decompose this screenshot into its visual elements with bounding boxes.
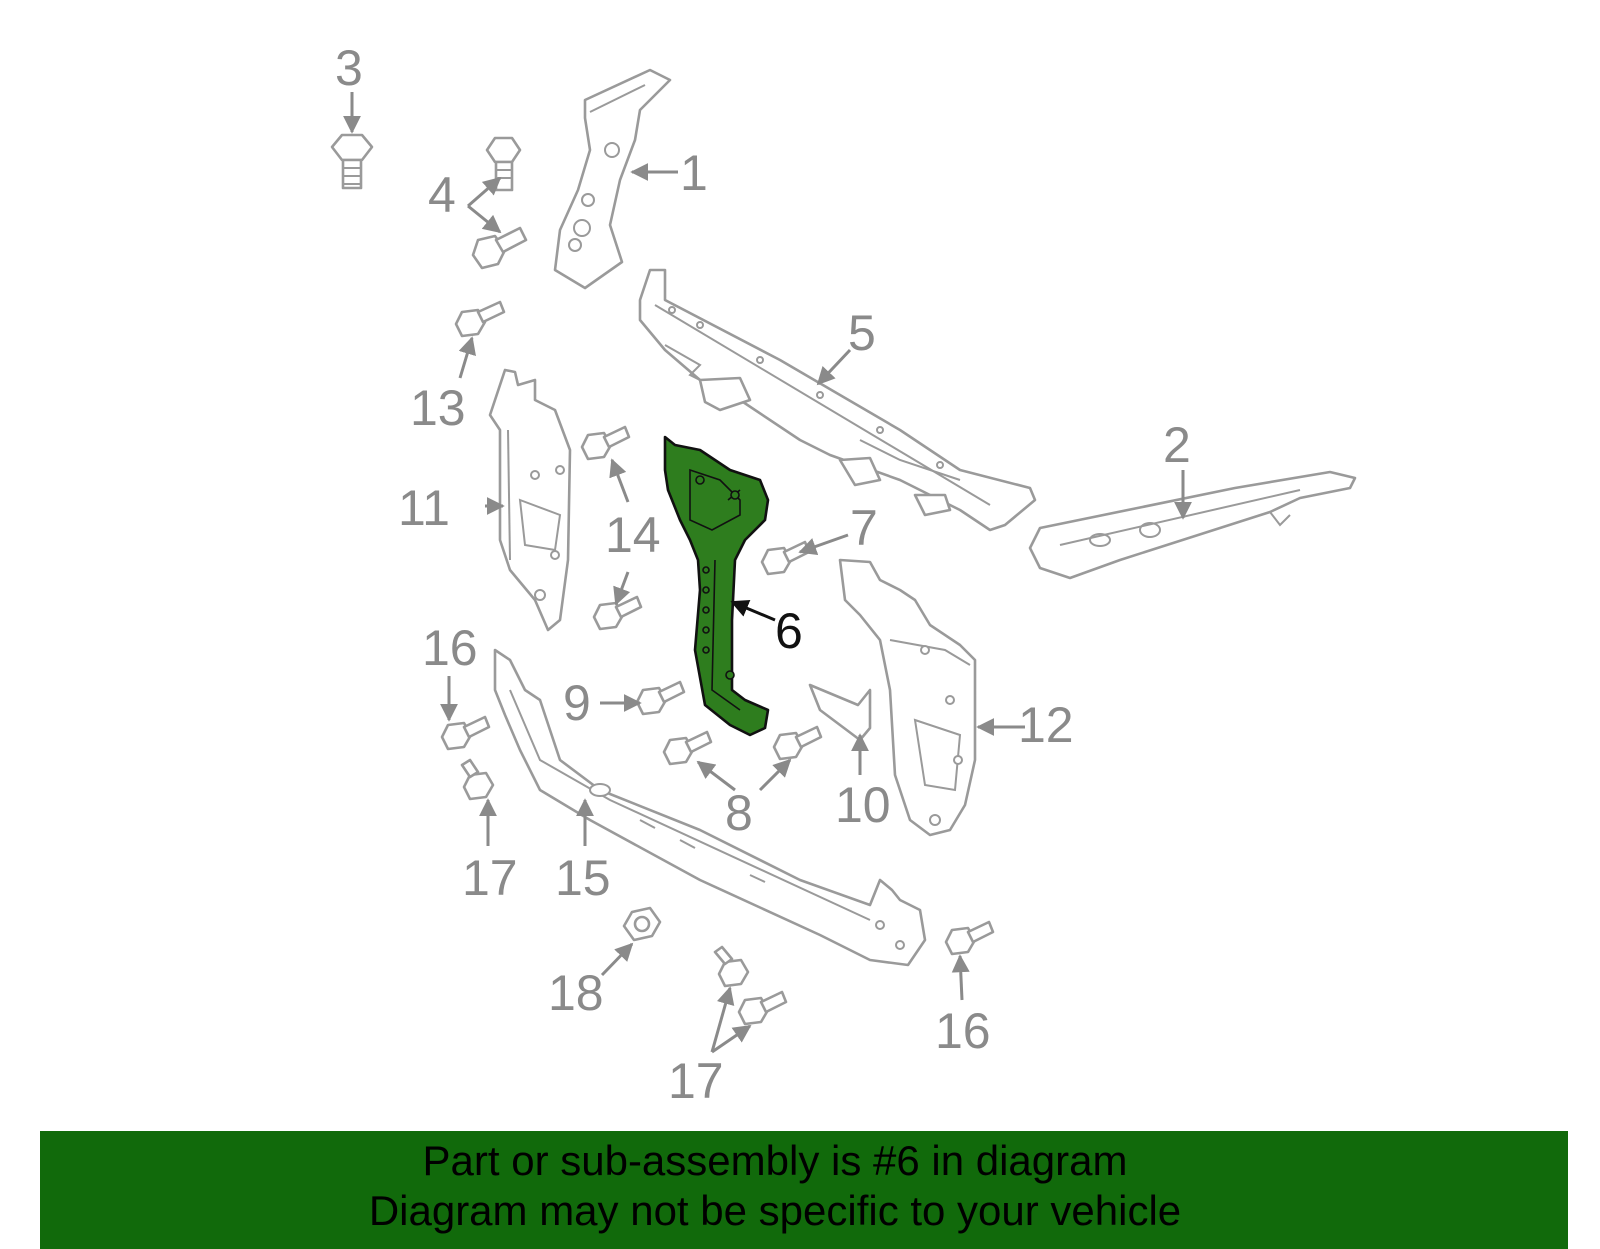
part-6-center-bracket-highlighted	[663, 435, 770, 737]
callout-16-right: 16	[935, 1003, 991, 1059]
part-5-upper-support	[638, 268, 1037, 532]
bolt-8-right	[772, 725, 823, 761]
callout-13: 13	[410, 380, 466, 436]
callout-17-lower: 17	[668, 1053, 724, 1109]
bolt-17-lower-a	[713, 945, 750, 988]
callout-10: 10	[835, 777, 891, 833]
callout-14: 14	[605, 507, 661, 563]
notice-line-2: Diagram may not be specific to your vehi…	[368, 1187, 1182, 1234]
callout-2: 2	[1163, 417, 1191, 473]
bolt-17-left	[460, 758, 495, 801]
bolt-4-lower	[471, 226, 528, 270]
bolt-8-left	[662, 730, 713, 766]
bolt-16-right	[944, 920, 995, 956]
callout-8: 8	[725, 785, 753, 841]
callout-4: 4	[428, 167, 456, 223]
bolt-3	[330, 133, 374, 190]
notice-line-1: Part or sub-assembly is #6 in diagram	[422, 1137, 1128, 1184]
bolt-7	[760, 540, 811, 576]
callout-3: 3	[335, 40, 363, 96]
callout-1: 1	[680, 145, 708, 201]
callout-17-left: 17	[462, 850, 518, 906]
part-2-side-member	[1028, 470, 1357, 580]
callout-12: 12	[1018, 697, 1074, 753]
notice-banner: Part or sub-assembly is #6 in diagram Di…	[40, 1131, 1568, 1249]
callout-16-left: 16	[422, 620, 478, 676]
part-15-lower-support	[493, 648, 927, 967]
callout-6: 6	[775, 603, 803, 659]
bolt-17-lower-b	[737, 990, 788, 1026]
bolt-9	[635, 680, 686, 716]
callout-9: 9	[563, 675, 591, 731]
callout-11: 11	[398, 480, 450, 536]
bolt-14-upper	[580, 425, 631, 461]
leader-lines	[343, 92, 1192, 1054]
nut-18	[622, 906, 662, 942]
part-12-right-side-panel	[838, 558, 977, 837]
bolt-4-upper	[485, 136, 522, 192]
callout-5: 5	[848, 305, 876, 361]
bolt-16-left	[440, 715, 491, 751]
callout-7: 7	[850, 500, 878, 556]
part-11-left-side-panel	[488, 368, 572, 632]
bolt-13	[454, 300, 506, 338]
part-10-small-bracket	[808, 683, 872, 742]
part-1-upper-bracket	[553, 68, 672, 290]
callout-15: 15	[555, 850, 611, 906]
callout-18: 18	[548, 965, 604, 1021]
